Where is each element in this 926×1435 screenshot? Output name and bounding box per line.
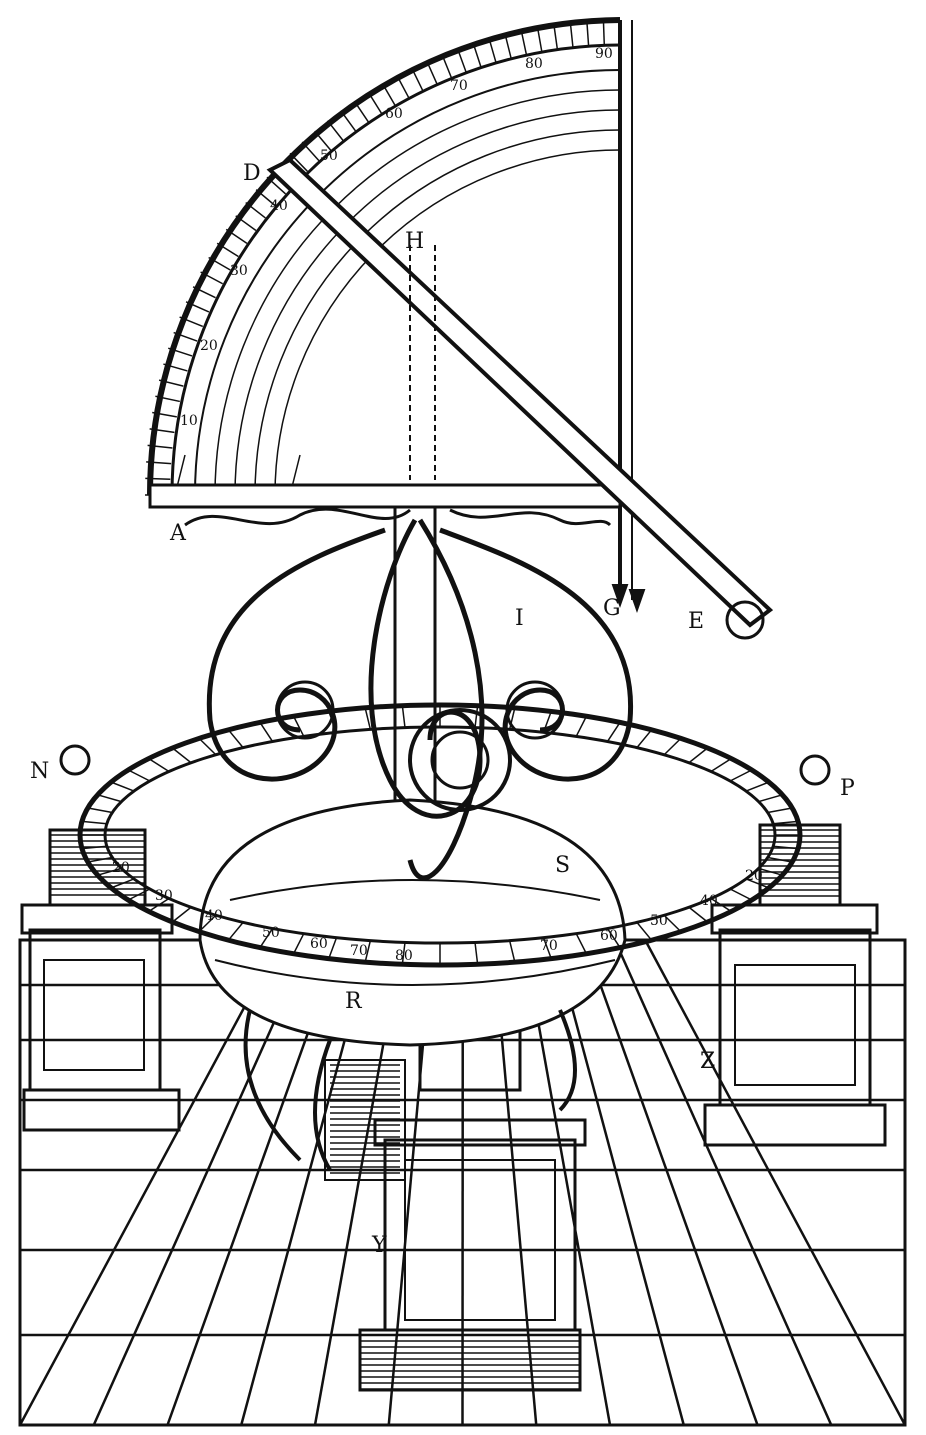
ring-number: 60 [600,928,618,944]
ring-number: 40 [205,908,223,924]
scale-number: 30 [230,263,248,279]
ring-number: 60 [310,936,328,952]
scale-number: 60 [385,106,403,122]
front-pedestal [324,1059,587,1392]
scale-number: 50 [320,148,338,164]
label-I: I [515,606,524,631]
horizon-ring [77,702,803,968]
scale-number: 40 [270,198,288,214]
ring-number: 30 [155,888,173,904]
ring-number: 20 [112,860,130,876]
label-P: P [840,776,855,801]
ring-number: 50 [262,925,280,941]
left-pedestal [20,744,181,1132]
label-R: R [345,989,363,1014]
label-S: S [555,853,570,878]
ring-scale-numbers: 20 30 40 50 60 70 80 70 60 50 40 20 [112,860,763,964]
ring-number: 70 [350,943,368,959]
scale-number: 70 [450,78,468,94]
label-D: D [243,161,261,186]
label-G: G [603,596,621,621]
hemisphere-bowl [198,798,627,1172]
label-Z: Z [700,1049,715,1074]
scroll-supports [206,518,634,881]
scale-number: 90 [595,46,613,62]
alidade-arm [266,157,774,640]
quadrant-scale-numbers: 10 20 30 40 50 60 70 80 90 [180,46,613,429]
scale-number: 20 [200,338,218,354]
label-E: E [688,609,704,634]
ring-number: 80 [395,948,413,964]
scale-number: 10 [180,413,198,429]
ring-number: 20 [745,868,763,884]
label-A: A [169,521,187,546]
plumb-lines [409,245,646,614]
figure-labels: D H A G E I N P S R Z Y [30,161,855,1258]
ring-number: 70 [540,938,558,954]
label-Y: Y [371,1233,387,1258]
label-H: H [405,229,424,254]
label-N: N [30,759,49,784]
ring-number: 50 [650,913,668,929]
ring-number: 40 [700,893,718,909]
scale-number: 80 [525,56,543,72]
